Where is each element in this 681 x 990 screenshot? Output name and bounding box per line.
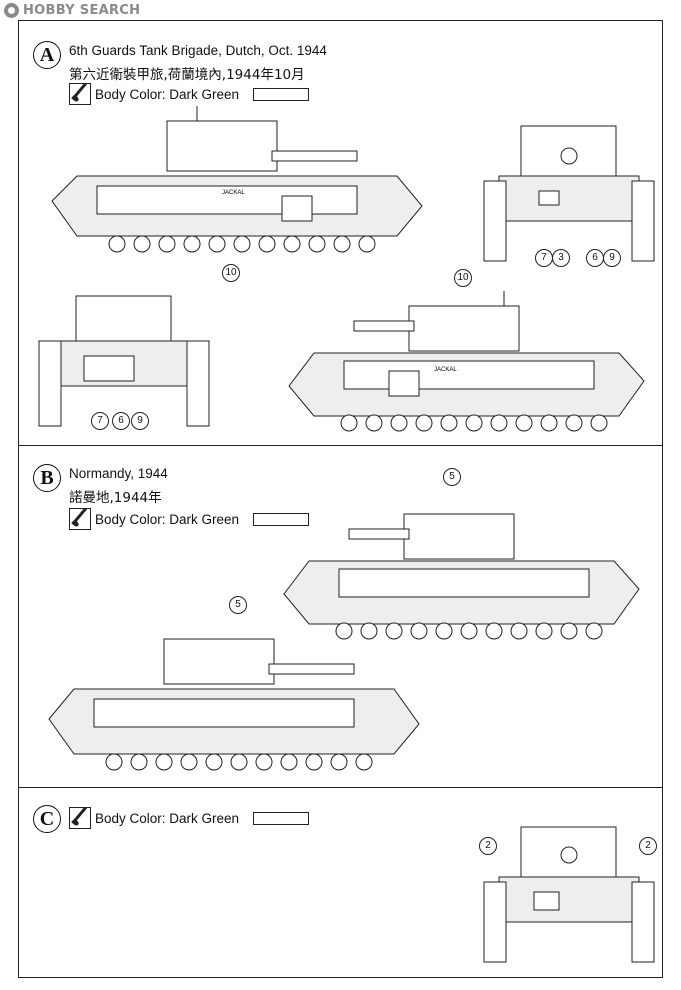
section-b-color-row: Body Color: Dark Green [69,508,310,530]
tank-rear-view [38,295,210,427]
callout-5-side: 5 [229,596,247,614]
tank-side-view: JACKAL [51,106,423,253]
section-c: C Body Color: Dark Green 2 2 [18,787,663,978]
section-b-title: Normandy, 1944 [69,466,168,481]
section-b-subtitle: 諾曼地,1944年 [69,490,162,506]
svg-text:JACKAL: JACKAL [222,190,245,196]
tank-right-side-view: JACKAL [288,291,645,432]
section-a-color-row: Body Color: Dark Green [69,83,310,105]
watermark-text: HOBBY SEARCH [23,3,141,18]
section-b-badge: B [33,464,61,492]
callout-6-rear: 6 [112,412,130,430]
section-a-title: 6th Guards Tank Brigade, Dutch, Oct. 194… [69,43,327,58]
tank-front-view [483,826,655,963]
section-a-subtitle: 第六近衛裝甲旅,荷蘭境內,1944年10月 [69,67,305,83]
color-swatch [253,87,310,101]
paint-brush-icon [69,508,91,530]
hobby-search-watermark: HOBBY SEARCH [4,3,140,18]
tank-side-view [48,638,420,771]
section-b: B Normandy, 1944 諾曼地,1944年 Body Color: D… [18,444,663,788]
color-swatch [253,811,310,825]
callout-2-left: 2 [479,837,497,855]
paint-brush-icon [69,83,91,105]
svg-text:JACKAL: JACKAL [434,367,457,373]
paint-brush-icon [69,807,91,829]
color-label: Body Color: Dark Green [95,86,240,102]
tank-right-side-view [283,513,640,640]
section-c-badge: C [33,805,61,833]
callout-7: 7 [535,249,553,267]
callout-9-rear: 9 [131,412,149,430]
callout-7-rear: 7 [91,412,109,430]
color-swatch [253,512,310,526]
color-label: Body Color: Dark Green [95,810,240,826]
callout-9: 9 [603,249,621,267]
callout-2-right: 2 [639,837,657,855]
section-a: A 6th Guards Tank Brigade, Dutch, Oct. 1… [18,20,663,446]
callout-5-iso: 5 [443,468,461,486]
callout-10-side: 10 [222,264,240,282]
logo-icon [4,3,19,18]
callout-10-iso: 10 [454,269,472,287]
callout-6: 6 [586,249,604,267]
tank-front-view [483,125,655,262]
section-a-badge: A [33,41,61,69]
callout-3: 3 [552,249,570,267]
color-label: Body Color: Dark Green [95,511,240,527]
section-c-color-row: Body Color: Dark Green [69,807,310,829]
